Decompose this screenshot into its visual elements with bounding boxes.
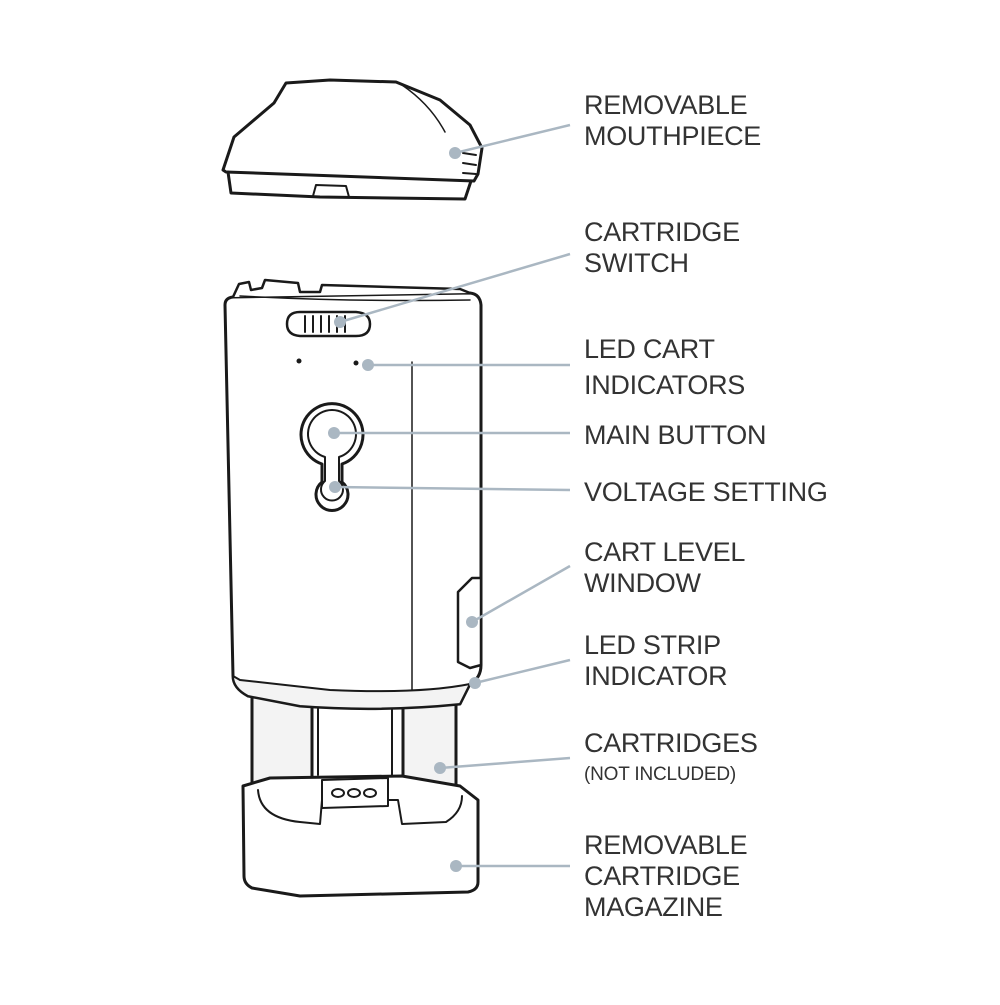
leader-dot-cart-level-window <box>466 616 478 628</box>
leader-dot-cartridge-switch <box>334 316 346 328</box>
label-line: MAGAZINE <box>584 892 723 922</box>
mouthpiece-shell <box>221 78 484 183</box>
keyhole-button-inner <box>307 409 357 502</box>
leader-dot-voltage-setting <box>329 481 341 493</box>
label-line: MOUTHPIECE <box>584 121 762 151</box>
label-line: CARTRIDGES <box>584 728 758 758</box>
magazine-socket <box>321 777 389 809</box>
label-main-button: MAIN BUTTON <box>584 420 767 451</box>
label-line: VOLTAGE SETTING <box>584 477 828 507</box>
device-body <box>223 278 483 711</box>
label-led-cart-indicators: LED CART INDICATORS <box>584 331 745 403</box>
leader-dot-led-cart-indicators <box>362 359 374 371</box>
leader-dot-cartridges <box>434 762 446 774</box>
label-line: CART LEVEL <box>584 537 746 567</box>
cartridge-magazine <box>241 688 480 898</box>
leader-dot-led-strip-indicator <box>469 677 481 689</box>
body-top-rim <box>231 278 472 299</box>
socket-hole-2 <box>347 788 361 798</box>
magazine-outer <box>241 774 480 898</box>
body-top-ridge <box>239 295 471 302</box>
label-voltage-setting: VOLTAGE SETTING <box>584 477 828 508</box>
label-line: CARTRIDGE <box>584 217 740 247</box>
mouthpiece-vent-1 <box>462 152 477 156</box>
leader-cartridge-switch <box>339 252 571 324</box>
label-line: INDICATOR <box>584 661 728 691</box>
led-dot-left <box>296 358 302 364</box>
mouthpiece-vent-2 <box>462 162 477 166</box>
leader-cartridges <box>439 756 571 770</box>
label-line: LED CART <box>584 334 715 364</box>
label-line: REMOVABLE <box>584 830 748 860</box>
mouthpiece-notch <box>312 184 350 198</box>
leader-cart-level-window <box>471 564 571 624</box>
mouthpiece-highlight <box>401 84 446 133</box>
label-line: SWITCH <box>584 248 689 278</box>
leader-dot-main-button <box>328 427 340 439</box>
leader-lines <box>328 123 571 872</box>
led-dot-right <box>353 360 359 366</box>
leader-voltage-setting <box>334 485 571 492</box>
label-note: (NOT INCLUDED) <box>584 764 737 785</box>
label-line: CARTRIDGE <box>584 861 740 891</box>
label-line: INDICATORS <box>584 370 746 400</box>
label-line: MAIN BUTTON <box>584 420 767 450</box>
leader-dot-cartridge-magazine <box>450 860 462 872</box>
label-cartridges: CARTRIDGES (NOT INCLUDED) <box>584 728 758 787</box>
leader-dot-mouthpiece <box>449 147 461 159</box>
leader-mouthpiece <box>454 123 571 155</box>
label-line: WINDOW <box>584 568 701 598</box>
label-line: LED STRIP <box>584 630 721 660</box>
socket-hole-1 <box>331 788 345 798</box>
label-line: REMOVABLE <box>584 90 748 120</box>
keyhole-button-outer <box>299 402 365 512</box>
body-bottom-shade <box>232 675 471 710</box>
socket-hole-3 <box>363 788 377 798</box>
cartridge-center <box>317 699 393 776</box>
body-shell <box>223 291 483 711</box>
mouthpiece <box>221 78 484 201</box>
leader-led-strip-indicator <box>474 658 571 685</box>
mouthpiece-base <box>226 170 473 201</box>
mouthpiece-vent-3 <box>462 172 477 175</box>
